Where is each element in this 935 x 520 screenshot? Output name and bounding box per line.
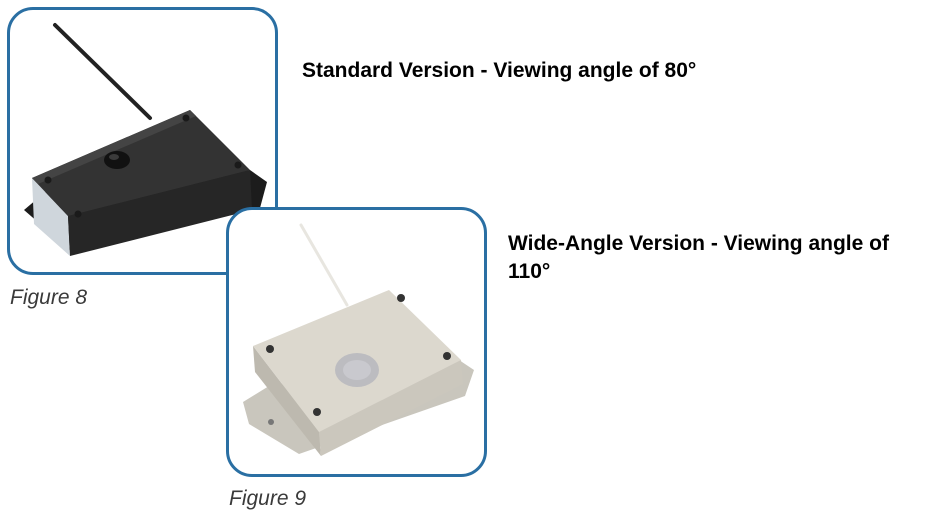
black-motion-sensor-image [24, 23, 267, 256]
figure-9-frame [226, 207, 487, 477]
figure-9-caption: Figure 9 [229, 487, 307, 510]
wide-angle-version-heading: Wide-Angle Version - Viewing angle of 11… [508, 232, 889, 283]
figure-8-frame [7, 7, 278, 275]
figure-8-caption: Figure 8 [10, 286, 88, 309]
white-motion-sensor-image [243, 223, 474, 456]
standard-version-heading: Standard Version - Viewing angle of 80° [302, 59, 697, 82]
